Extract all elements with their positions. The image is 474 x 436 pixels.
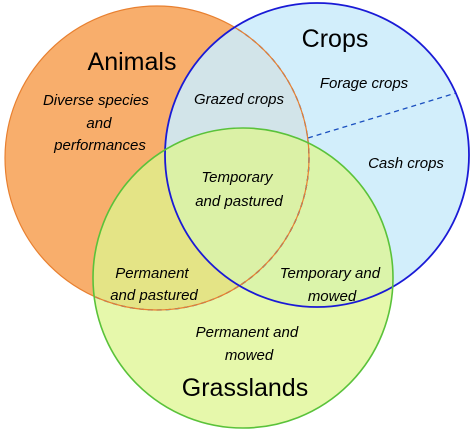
- grasslands-title: Grasslands: [182, 374, 308, 402]
- grasslands-circle: [93, 128, 393, 428]
- crops-title: Crops: [302, 25, 369, 53]
- grazed-crops-label: Grazed crops: [194, 91, 285, 108]
- cash-crops-label: Cash crops: [368, 155, 444, 172]
- forage-crops-label: Forage crops: [320, 75, 409, 92]
- permanent-pastured-label: Permanent and pastured: [110, 265, 198, 304]
- animals-title: Animals: [88, 48, 177, 76]
- temporary-pastured-label: Temporary and pastured: [195, 169, 283, 210]
- permanent-mowed-label: Permanent and mowed: [196, 324, 303, 364]
- temporary-mowed-label: Temporary and mowed: [280, 265, 385, 305]
- animals-outline: [4, 5, 310, 311]
- crops-divider-line: [307, 92, 457, 139]
- grasslands-outline: [92, 127, 394, 429]
- animals-region-label: Diverse species and performances: [43, 92, 153, 154]
- crops-outline: [164, 2, 470, 308]
